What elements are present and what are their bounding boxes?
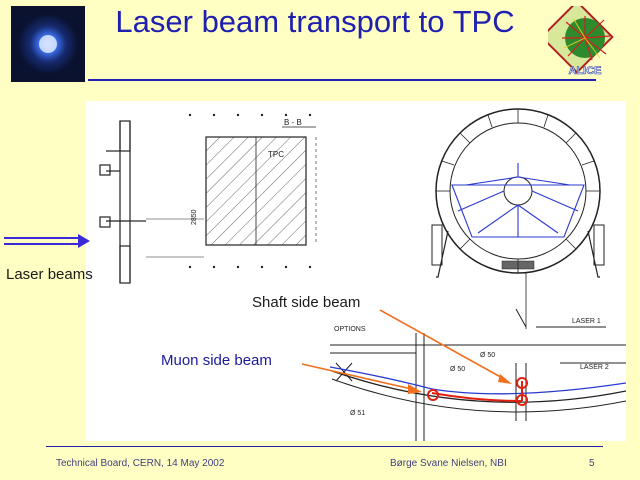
dim-51: Ø 51 <box>350 410 365 417</box>
laser-spot-image <box>11 6 85 82</box>
dim-50b: Ø 50 <box>450 366 465 373</box>
dim-50a: Ø 50 <box>480 352 495 359</box>
options-label: OPTIONS <box>334 326 366 333</box>
technical-drawing: B - B TPC 2850 <box>86 101 626 441</box>
logo-word: ALICE <box>569 65 602 77</box>
laser-beams-label: Laser beams <box>6 266 93 283</box>
muon-side-beam-label: Muon side beam <box>161 352 272 369</box>
page-number: 5 <box>589 458 595 469</box>
tpc-label: TPC <box>268 150 284 159</box>
dim-2850: 2850 <box>191 209 198 225</box>
laser2-label: LASER 2 <box>580 364 609 371</box>
footer-author: Børge Svane Nielsen, NBI <box>390 458 507 469</box>
title-underline <box>88 79 596 81</box>
footer-rule <box>46 446 603 447</box>
annotation-arrows <box>301 309 512 394</box>
laser1-label: LASER 1 <box>572 318 601 325</box>
laser-beam-arrow <box>4 234 90 248</box>
shaft-side-beam-label: Shaft side beam <box>252 294 361 311</box>
alice-logo: ALICE <box>548 6 622 78</box>
slide-title: Laser beam transport to TPC <box>115 4 515 39</box>
footer-meeting: Technical Board, CERN, 14 May 2002 <box>56 458 225 469</box>
section-label: B - B <box>284 118 302 127</box>
